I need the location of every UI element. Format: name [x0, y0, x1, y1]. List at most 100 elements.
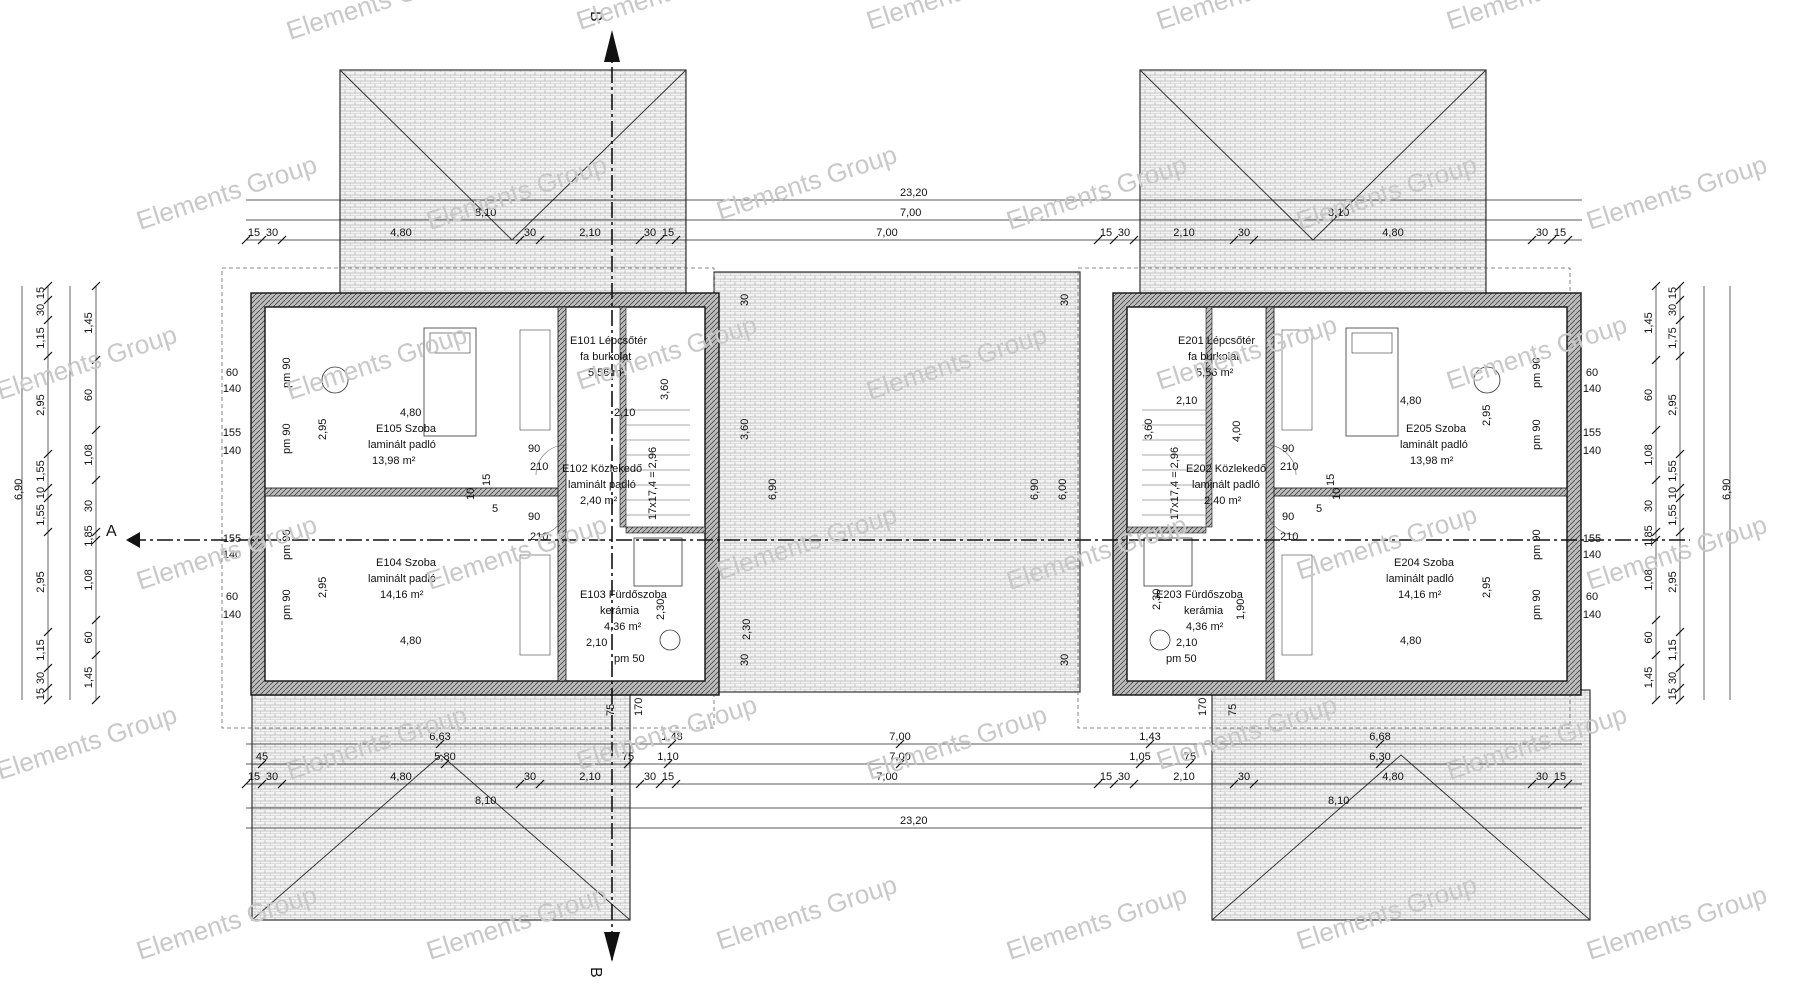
dim-wing-left-top: 8,10 — [475, 207, 496, 219]
dim-middle-height: 6,90 — [1029, 479, 1041, 500]
room-floor: laminált padló — [568, 479, 636, 491]
dim-room-width: 4,80 — [400, 407, 421, 419]
dimension-text: 30 — [644, 227, 656, 239]
dim-total-top: 23,20 — [900, 187, 928, 199]
dimension-tick — [1651, 615, 1661, 625]
dimension-text: 1,08 — [1643, 444, 1655, 465]
dimension-text: 5,80 — [434, 751, 455, 763]
dimension-text: 2,95 — [35, 571, 47, 592]
dimension-text: 7,00 — [876, 771, 897, 783]
watermark-text: Elements Group — [1443, 0, 1631, 36]
room-floor: kerámia — [1184, 605, 1224, 617]
dim-stair-alt: 4,00 — [1231, 421, 1243, 442]
dimension-tick — [440, 759, 450, 769]
dimension-tick — [623, 759, 633, 769]
window-label: 140 — [1583, 549, 1601, 561]
dimension-text: 30 — [1238, 227, 1250, 239]
window-label: 155 — [1583, 427, 1601, 439]
dimension-tick — [1675, 695, 1685, 705]
dim-bath: 2,30 — [741, 619, 753, 640]
dim-wing-right-bottom: 8,10 — [1328, 795, 1349, 807]
room-name: E203 Fürdőszoba — [1156, 589, 1244, 601]
section-label-b-top: B — [587, 11, 604, 22]
dimension-tick — [1651, 475, 1661, 485]
room-area: 2,40 m² — [1204, 495, 1242, 507]
dimension-tick — [91, 535, 101, 545]
dimension-text: 75 — [622, 751, 634, 763]
interior-dimensions: 4,80 4,80 4,80 4,80 2,95 2,95 2,95 2,95 … — [281, 294, 1543, 716]
dimension-text: 60 — [1643, 631, 1655, 643]
room-e201: E201 Lépcsőtér fa burkolat 5,56 m² — [1178, 335, 1255, 379]
dim-room-width: 4,80 — [400, 635, 421, 647]
dimension-tick — [1109, 779, 1119, 789]
dim-room-width: 4,80 — [1400, 635, 1421, 647]
dimension-text: 1,85 — [1643, 525, 1655, 546]
dim-stair-height: 3,60 — [659, 379, 671, 400]
dimension-text: 1,55 — [35, 504, 47, 525]
dimension-tick — [667, 739, 677, 749]
dim-door: 210 — [1280, 461, 1298, 473]
dimension-text: 30 — [644, 771, 656, 783]
dim-pm: pm 90 — [1531, 529, 1543, 560]
dimension-text: 1,08 — [1643, 569, 1655, 590]
dim-wall: 30 — [1059, 654, 1071, 666]
dimension-tick — [515, 235, 525, 245]
room-e102: E102 Közlekedő laminált padló 2,40 m² — [562, 463, 642, 507]
dimension-tick — [671, 779, 681, 789]
dimension-tick — [43, 493, 53, 503]
dimension-tick — [43, 683, 53, 693]
dimension-text: 1,55 — [1667, 460, 1679, 481]
dimension-text: 4,80 — [1382, 771, 1403, 783]
dimension-tick — [663, 759, 673, 769]
dimension-text: 1,08 — [83, 444, 95, 465]
dim-offset: 75 — [605, 704, 617, 716]
room-e104: E104 Szoba laminált padló 14,16 m² — [368, 557, 437, 601]
dimension-tick — [91, 650, 101, 660]
dimension-text: 30 — [266, 771, 278, 783]
dimension-text: 1,75 — [1667, 327, 1679, 348]
dimension-text: 7,00 — [876, 227, 897, 239]
watermark-text: Elements Group — [573, 0, 761, 36]
dimension-tick — [257, 779, 267, 789]
dimension-text: 10 — [35, 487, 47, 499]
dimension-tick — [1675, 351, 1685, 361]
dimension-text: 30 — [1667, 672, 1679, 684]
window-label: 140 — [1583, 609, 1601, 621]
section-arrow-b-bottom — [604, 932, 620, 962]
watermark-text: Elements Group — [1153, 0, 1341, 36]
dimension-tick — [1675, 295, 1685, 305]
room-name: E103 Fürdőszoba — [580, 589, 668, 601]
dimension-tick — [1563, 235, 1573, 245]
dim-small: 15 — [1325, 474, 1337, 486]
dimension-tick — [43, 663, 53, 673]
window-label: 155 — [223, 427, 241, 439]
roof-middle — [713, 271, 1081, 693]
dimension-tick — [1675, 449, 1685, 459]
room-area: 14,16 m² — [1398, 589, 1442, 601]
room-name: E101 Lépcsőtér — [570, 335, 647, 347]
dimension-tick — [1675, 627, 1685, 637]
dimension-tick — [435, 739, 445, 749]
dim-bath: 1,90 — [1235, 599, 1247, 620]
dimension-text: 60 — [83, 631, 95, 643]
dimension-text: 1,15 — [35, 327, 47, 348]
dim-room-height: 2,95 — [317, 419, 329, 440]
dim-door: 90 — [1282, 443, 1294, 455]
room-e203: E203 Fürdőszoba kerámia 4,36 m² — [1156, 589, 1244, 633]
dimension-tick — [1675, 683, 1685, 693]
watermark-text: Elements Group — [1003, 879, 1191, 966]
window-label: 140 — [223, 445, 241, 457]
dimension-tick — [1675, 493, 1685, 503]
dimension-tick — [1527, 235, 1537, 245]
window-label: 140 — [1583, 383, 1601, 395]
dimension-text: 1,55 — [1667, 504, 1679, 525]
dim-pm: pm 90 — [1531, 419, 1543, 450]
dimension-text: 15 — [1100, 227, 1112, 239]
room-area: 5,56 m² — [1196, 367, 1234, 379]
dim-small: 15 — [481, 474, 493, 486]
watermark-text: Elements Group — [133, 149, 321, 236]
